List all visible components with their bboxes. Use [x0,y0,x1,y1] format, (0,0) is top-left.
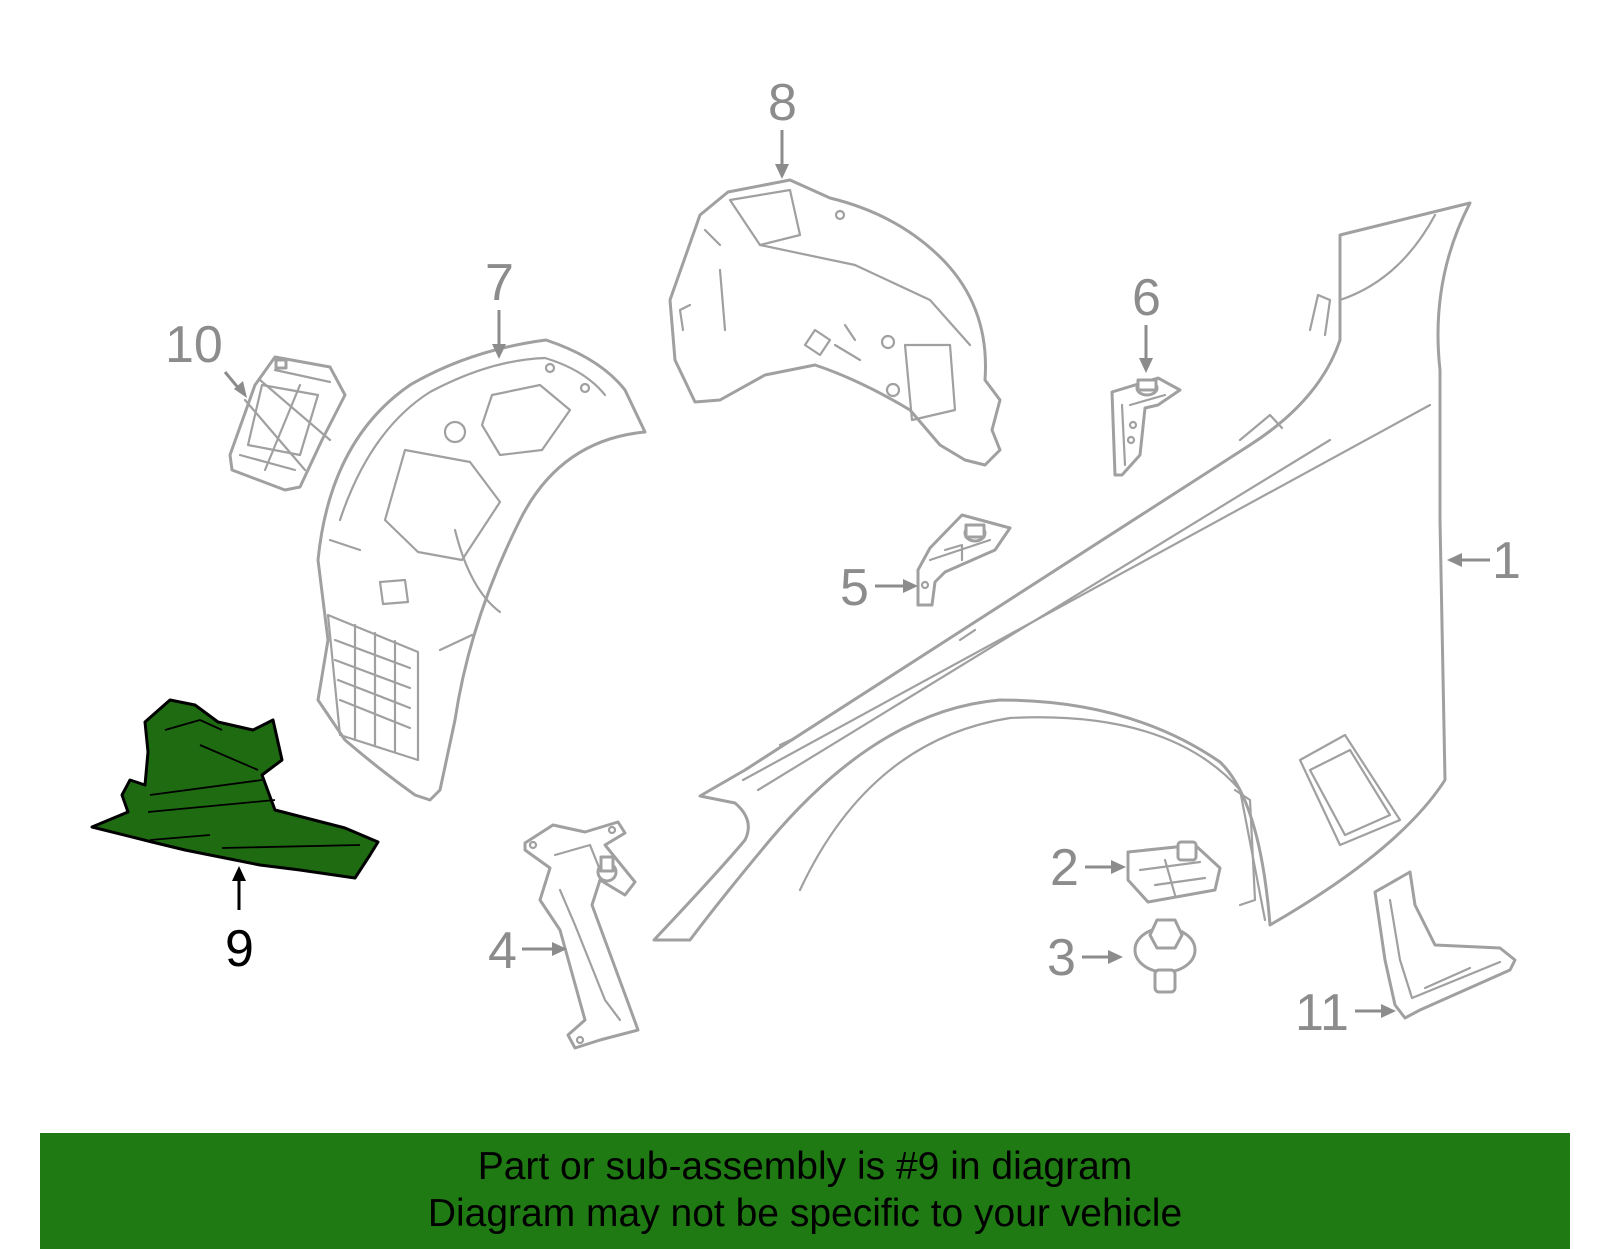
banner-line-2: Diagram may not be specific to your vehi… [427,1192,1183,1235]
callout-9: 9 [225,866,254,978]
part-7-wheel-liner[interactable] [316,338,647,802]
svg-text:7: 7 [485,254,514,312]
part-11-trim[interactable] [1373,870,1517,1020]
svg-text:2: 2 [1050,839,1079,897]
callout-5: 5 [840,559,918,617]
parts-diagram: 1 2 3 4 5 6 7 8 9 10 [90,74,1521,1050]
callout-7: 7 [485,254,514,359]
callout-1: 1 [1447,532,1521,590]
callout-11: 11 [1295,984,1396,1042]
part-10-mount-bracket[interactable] [228,355,347,492]
svg-text:9: 9 [225,920,254,978]
part-9-splash-shield[interactable] [90,698,380,880]
info-banner: Part or sub-assembly is #9 in diagram Di… [40,1133,1570,1249]
svg-text:1: 1 [1492,532,1521,590]
svg-text:8: 8 [768,74,797,132]
callout-4: 4 [488,922,567,980]
svg-text:5: 5 [840,559,869,617]
callout-3: 3 [1047,929,1123,987]
callout-2: 2 [1050,839,1126,897]
part-2-clip-nut[interactable] [1126,840,1222,904]
svg-text:10: 10 [165,316,223,374]
callout-6: 6 [1132,269,1161,373]
part-5-bracket[interactable] [916,513,1012,607]
part-1-fender[interactable] [652,201,1472,942]
svg-text:3: 3 [1047,929,1076,987]
part-8-arch-liner[interactable] [668,178,1002,467]
part-3-bolt[interactable] [1133,918,1197,994]
callout-8: 8 [768,74,797,179]
banner-line-1: Part or sub-assembly is #9 in diagram [477,1145,1133,1188]
callout-10: 10 [165,316,247,398]
part-4-bracket[interactable] [523,820,640,1050]
svg-text:6: 6 [1132,269,1161,327]
svg-text:4: 4 [488,922,517,980]
part-6-bracket[interactable] [1110,376,1182,477]
svg-text:11: 11 [1295,984,1349,1042]
